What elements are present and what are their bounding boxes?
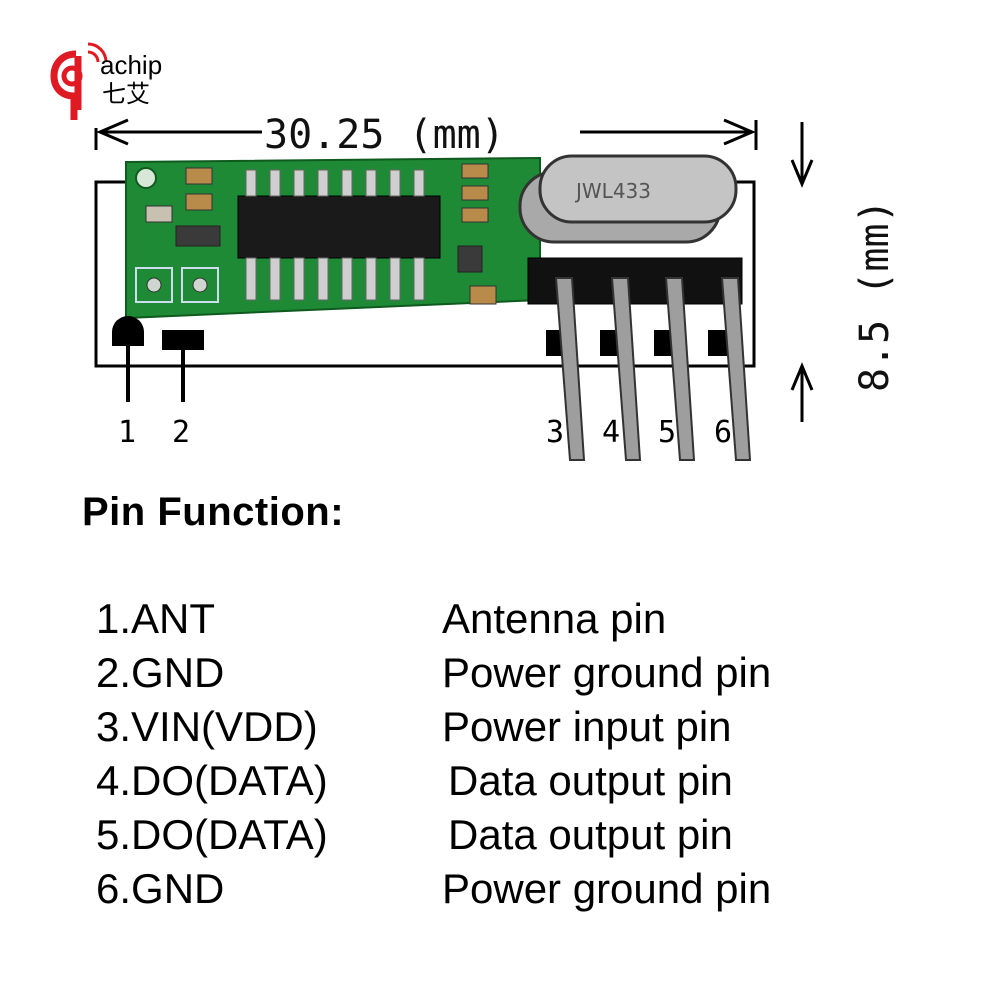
pin-name: 5.DO(DATA) [96,811,328,858]
pin-description: Power ground pin [442,865,772,912]
module-diagram: 30.25 (mm) 8.5 (mm) [94,112,898,461]
pin-number-4: 4 [602,415,620,450]
pin-row: 2.GND Power ground pin [96,646,956,700]
pins-right [546,277,752,461]
height-label: 8.5 (mm) [852,199,898,392]
pin-description: Power ground pin [442,649,772,696]
width-dimension: 30.25 (mm) [94,112,758,158]
pin-number-6: 6 [714,415,732,450]
pin-name: 3.VIN(VDD) [96,703,318,750]
pin-row: 4.DO(DATA) Data output pin [96,754,956,808]
brand-logo: achip 七艾 [48,40,188,122]
pin-description: Data output pin [448,757,733,804]
crystal-oscillator: JWL433 [518,154,738,244]
height-dimension: 8.5 (mm) [790,122,898,422]
pin-description: Power input pin [442,703,732,750]
width-label: 30.25 (mm) [264,112,505,158]
pin-number-3: 3 [546,415,564,450]
pin-number-5: 5 [658,415,676,450]
pin-row: 5.DO(DATA) Data output pin [96,808,956,862]
pin-name: 4.DO(DATA) [96,757,328,804]
pin-row: 3.VIN(VDD) Power input pin [96,700,956,754]
pcb-board [125,156,541,320]
pin-row: 1.ANT Antenna pin [96,592,956,646]
brand-chinese: 七艾 [102,80,150,108]
arrow-up-icon [790,362,814,391]
arrow-left-icon [96,118,129,146]
pins-left [112,316,204,402]
pin-name: 1.ANT [96,595,216,642]
crystal-marking: JWL433 [574,179,651,203]
pin-description: Data output pin [448,811,733,858]
arrow-right-icon [723,118,756,146]
pin-description: Antenna pin [442,595,667,642]
arrow-down-icon [790,159,814,188]
pin-name: 6.GND [96,865,225,912]
logo-mark-icon: achip 七艾 [50,42,162,122]
pin-function-list: 1.ANT Antenna pin 2.GND Power ground pin… [96,592,956,916]
pin-number-2: 2 [172,415,190,450]
brand-name: achip [100,50,162,80]
pin-name: 2.GND [96,649,225,696]
pin-row: 6.GND Power ground pin [96,862,956,916]
pin-number-1: 1 [118,415,136,450]
pin-function-title: Pin Function: [82,490,345,534]
